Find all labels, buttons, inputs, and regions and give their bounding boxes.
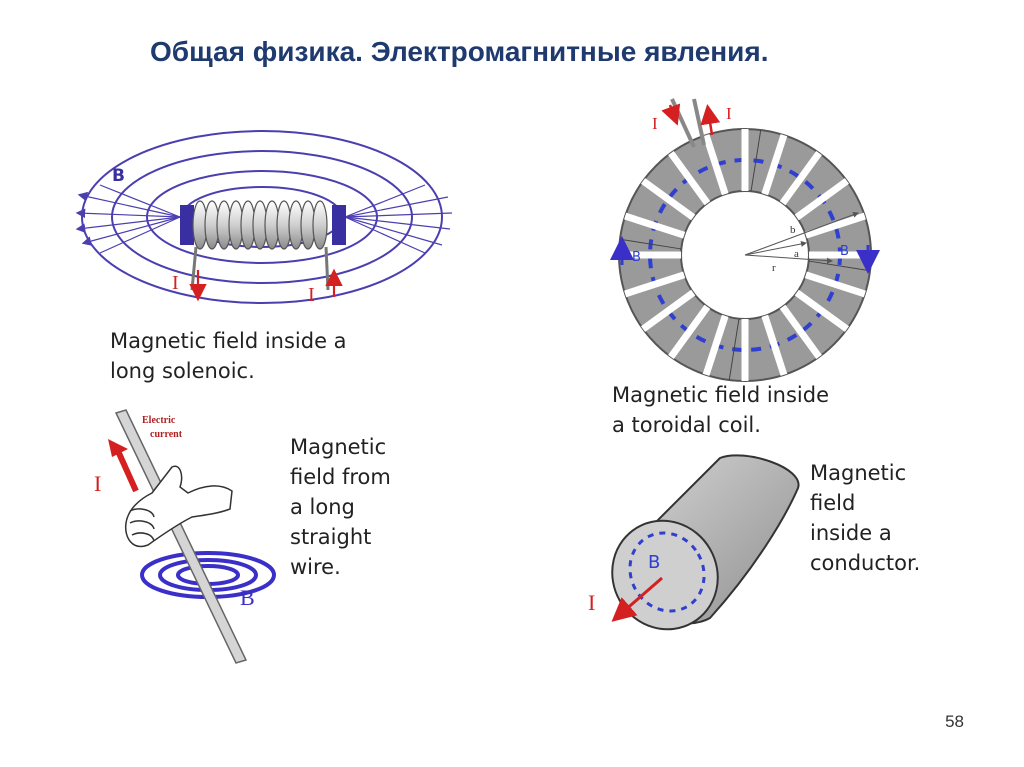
solenoid-diagram: I I B — [75, 130, 453, 306]
wire-caption-line-4: straight — [290, 525, 372, 549]
conductor-caption-line-4: conductor. — [810, 551, 921, 575]
wire-annotation-line-2: current — [150, 429, 183, 440]
solenoid-caption-line-2: long solenoic. — [110, 359, 255, 383]
solenoid-coil — [192, 200, 328, 250]
toroid-caption-line-1: Magnetic field inside — [612, 383, 829, 407]
toroid-diagram: I I b a r B B — [610, 98, 880, 382]
toroid-i-right-label: I — [726, 104, 732, 123]
hand-shape — [124, 465, 233, 548]
toroid-a-label: a — [794, 248, 799, 260]
wire-rod — [114, 409, 248, 664]
conductor-caption: Magnetic field inside a conductor. — [810, 458, 920, 578]
wire-caption-line-2: field from — [290, 465, 391, 489]
wire-b-label: B — [240, 585, 255, 610]
conductor-i-label: I — [588, 590, 595, 615]
slide-title: Общая физика. Электромагнитные явления. — [150, 36, 769, 67]
toroid-caption: Magnetic field inside a toroidal coil. — [612, 380, 829, 440]
straight-wire-diagram: I B Electric current — [94, 409, 276, 664]
wire-caption-line-1: Magnetic — [290, 435, 387, 459]
toroid-windings — [619, 129, 871, 381]
toroid-b-right-label: B — [840, 244, 849, 259]
toroid-r-label: r — [772, 262, 776, 274]
toroid-b-left-label: B — [632, 250, 641, 265]
solenoid-caption: Magnetic field inside a long solenoic. — [110, 326, 347, 386]
solenoid-i-left-label: I — [172, 272, 179, 294]
solenoid-i-right-label: I — [308, 284, 315, 306]
conductor-caption-line-2: field — [810, 491, 856, 515]
wire-caption: Magnetic field from a long straight wire… — [290, 432, 391, 582]
conductor-b-label: B — [648, 552, 660, 573]
wire-caption-line-3: a long — [290, 495, 355, 519]
solenoid-fan-lines — [75, 184, 453, 254]
conductor-caption-line-3: inside a — [810, 521, 892, 545]
page-number: 58 — [945, 712, 964, 731]
toroid-b-dim-label: b — [790, 224, 796, 236]
solenoid-b-label: B — [112, 166, 125, 186]
conductor-diagram: B I — [588, 454, 800, 631]
conductor-field-line — [628, 531, 706, 613]
wire-caption-line-5: wire. — [290, 555, 341, 579]
solenoid-caption-line-1: Magnetic field inside a — [110, 329, 347, 353]
wire-i-label: I — [94, 471, 101, 496]
toroid-i-left-label: I — [652, 114, 658, 133]
toroid-caption-line-2: a toroidal coil. — [612, 413, 761, 437]
conductor-caption-line-1: Magnetic — [810, 461, 907, 485]
wire-annotation-line-1: Electric — [142, 415, 176, 426]
